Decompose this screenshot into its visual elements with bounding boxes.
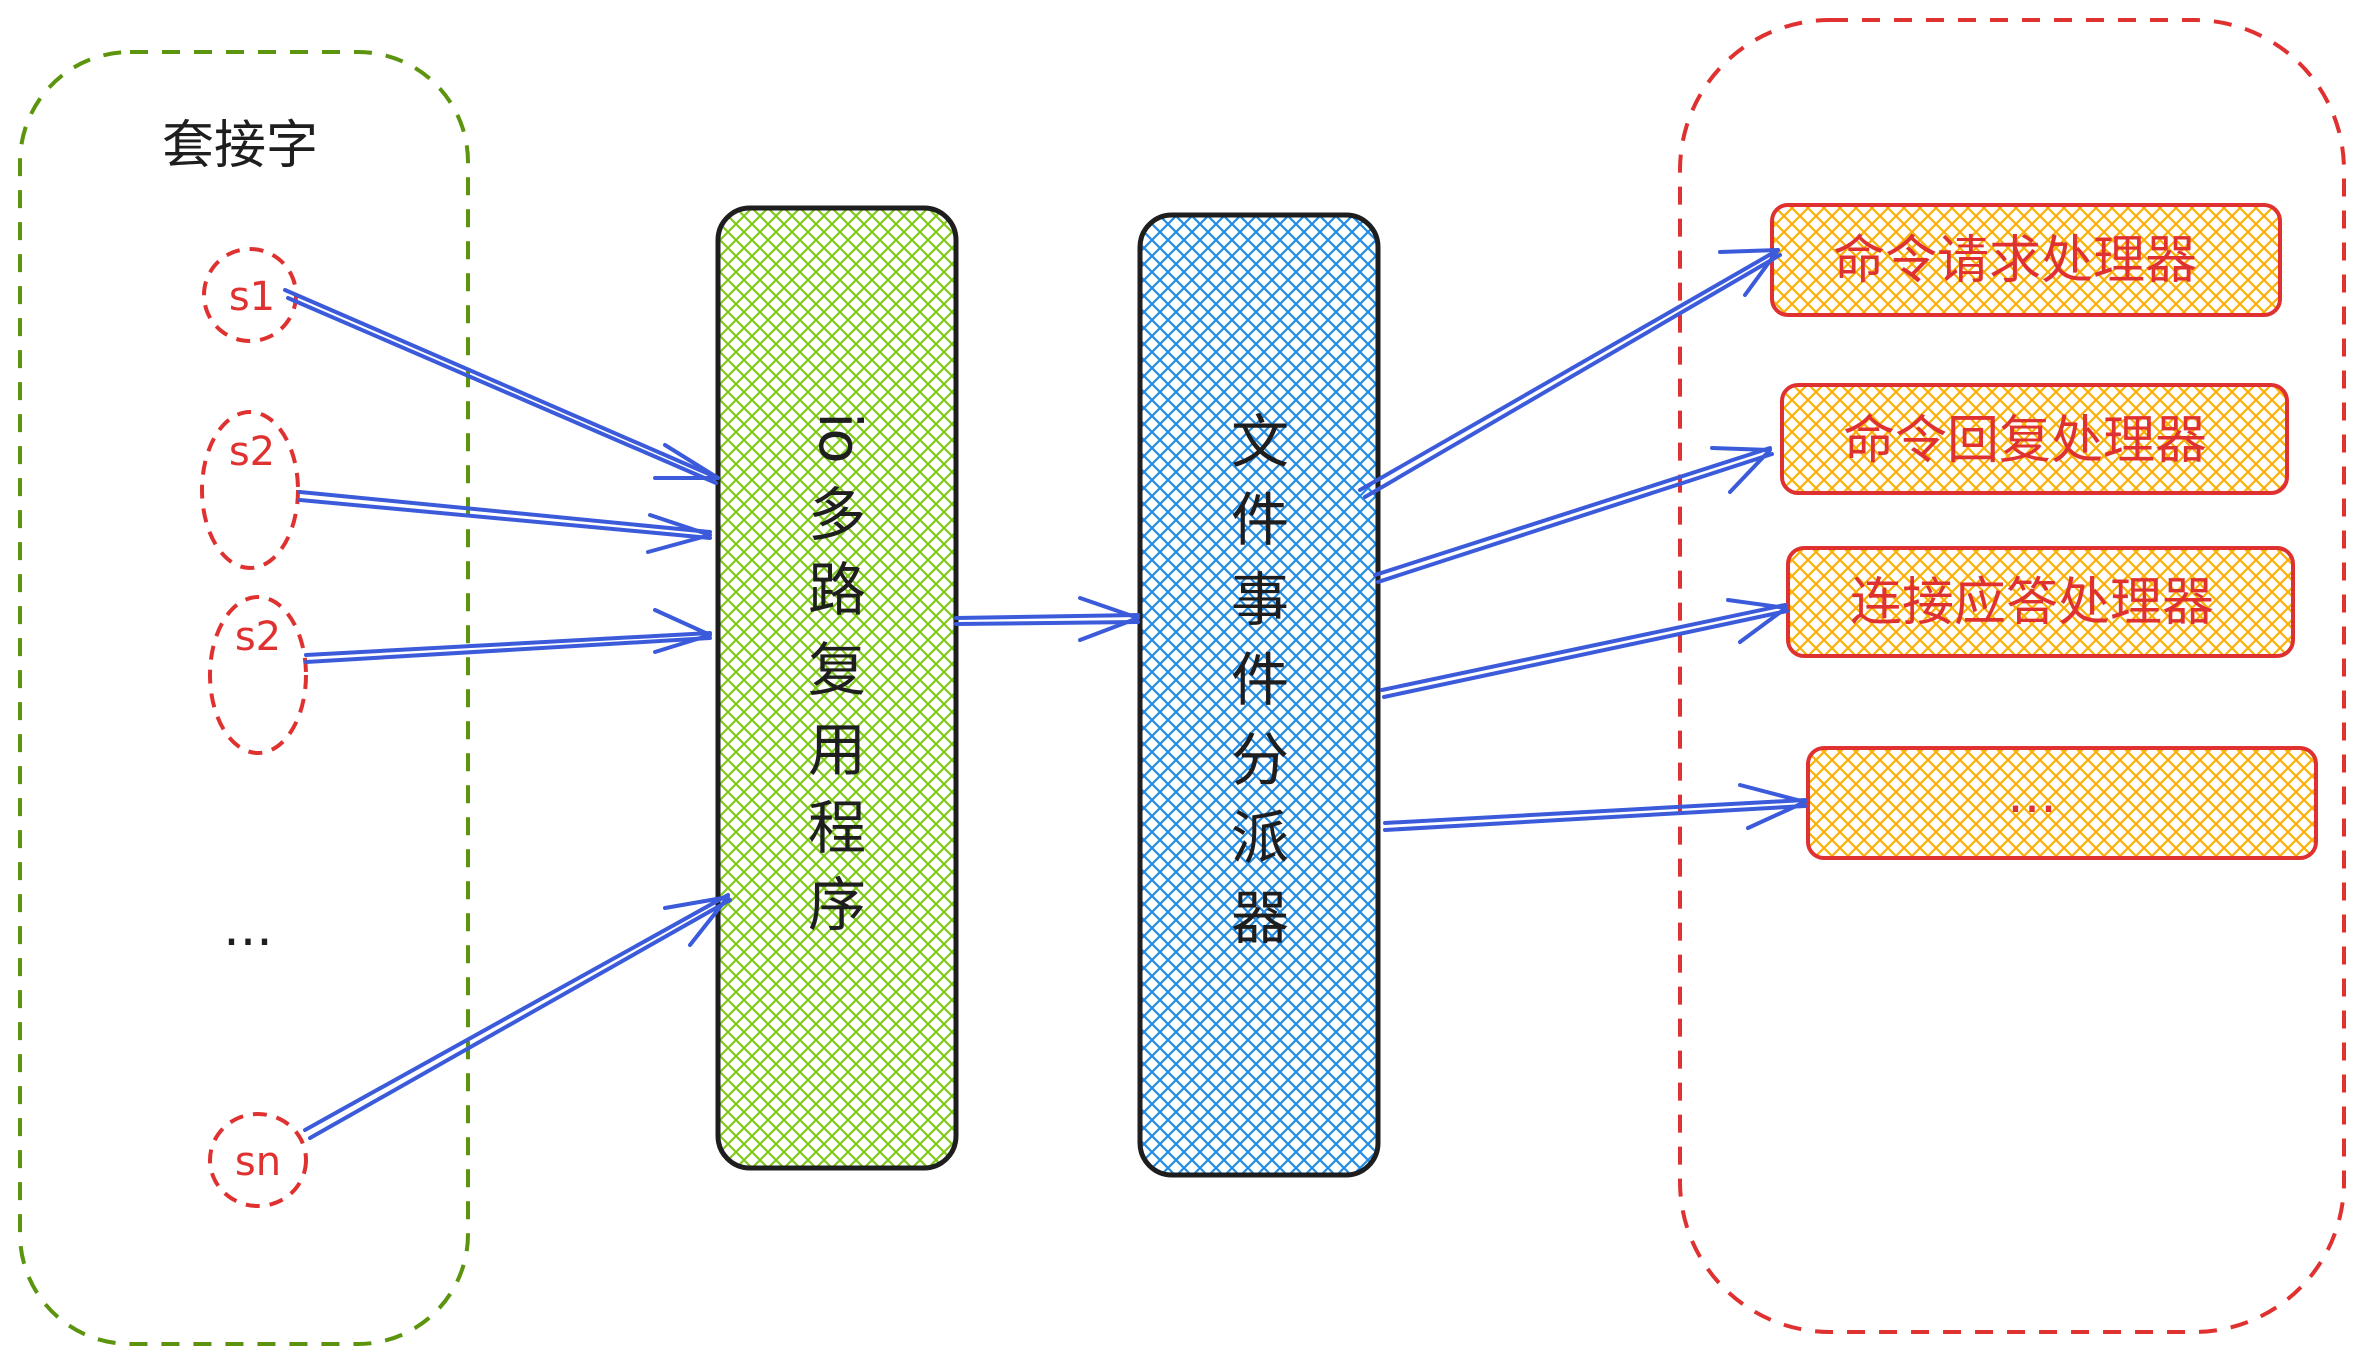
dispatcher-char: 器 bbox=[1231, 884, 1289, 952]
arrow-dispatcher-to-request bbox=[1358, 248, 1782, 499]
multiplexer-char: 用 bbox=[808, 716, 866, 784]
handler-more: ... bbox=[1806, 746, 2318, 860]
handler-connection-accept: 连接应答处理器 bbox=[1786, 546, 2295, 658]
dispatcher-char: 件 bbox=[1231, 646, 1289, 714]
handler-label: 连接应答处理器 bbox=[1850, 573, 2214, 633]
handler-command-reply: 命令回复处理器 bbox=[1780, 383, 2289, 495]
io-multiplexer-box: io 多 路 复 用 程 序 bbox=[715, 205, 959, 1171]
multiplexer-char: 多 bbox=[808, 481, 866, 549]
dispatcher-char: 文 bbox=[1231, 408, 1289, 476]
arrow-multiplexer-to-dispatcher bbox=[954, 596, 1140, 642]
multiplexer-char: 路 bbox=[808, 556, 866, 624]
handler-label: ... bbox=[2007, 765, 2057, 825]
socket-label: s2 bbox=[229, 429, 275, 475]
arrow-dispatcher-to-more bbox=[1383, 783, 1807, 832]
multiplexer-char: 序 bbox=[808, 871, 866, 939]
socket-s1: s1 bbox=[202, 247, 298, 343]
multiplexer-char: 复 bbox=[808, 636, 866, 704]
socket-label: s1 bbox=[229, 274, 275, 320]
socket-s2-first: s2 bbox=[200, 410, 300, 570]
dispatcher-char: 派 bbox=[1231, 804, 1289, 872]
handler-label: 命令回复处理器 bbox=[1843, 411, 2207, 471]
handler-command-request: 命令请求处理器 bbox=[1770, 203, 2282, 317]
socket-s2-second: s2 bbox=[208, 595, 308, 755]
handler-group-frame bbox=[1678, 18, 2346, 1334]
dispatcher-char: 分 bbox=[1231, 726, 1289, 794]
socket-group-frame bbox=[18, 50, 470, 1346]
arrow-dispatcher-to-accept bbox=[1380, 598, 1789, 699]
socket-ellipsis: ... bbox=[223, 898, 273, 958]
dispatcher-char: 事 bbox=[1231, 566, 1289, 634]
arrow-s1-to-multiplexer bbox=[283, 288, 720, 485]
file-event-dispatcher-box: 文 件 事 件 分 派 器 bbox=[1137, 212, 1381, 1178]
socket-label: s2 bbox=[235, 614, 281, 660]
arrow-dispatcher-to-reply bbox=[1373, 446, 1774, 584]
multiplexer-char: 程 bbox=[808, 794, 866, 862]
dispatcher-char: 件 bbox=[1231, 486, 1289, 554]
handler-label: 命令请求处理器 bbox=[1833, 231, 2197, 291]
socket-label: sn bbox=[235, 1139, 281, 1185]
socket-group-title: 套接字 bbox=[162, 116, 318, 176]
arrow-s2a-to-multiplexer bbox=[298, 490, 712, 554]
arrow-s2b-to-multiplexer bbox=[304, 608, 712, 664]
arrow-sn-to-multiplexer bbox=[303, 893, 732, 1140]
socket-sn: sn bbox=[208, 1112, 308, 1208]
multiplexer-char: io bbox=[806, 412, 874, 464]
arrows bbox=[283, 248, 1807, 1140]
